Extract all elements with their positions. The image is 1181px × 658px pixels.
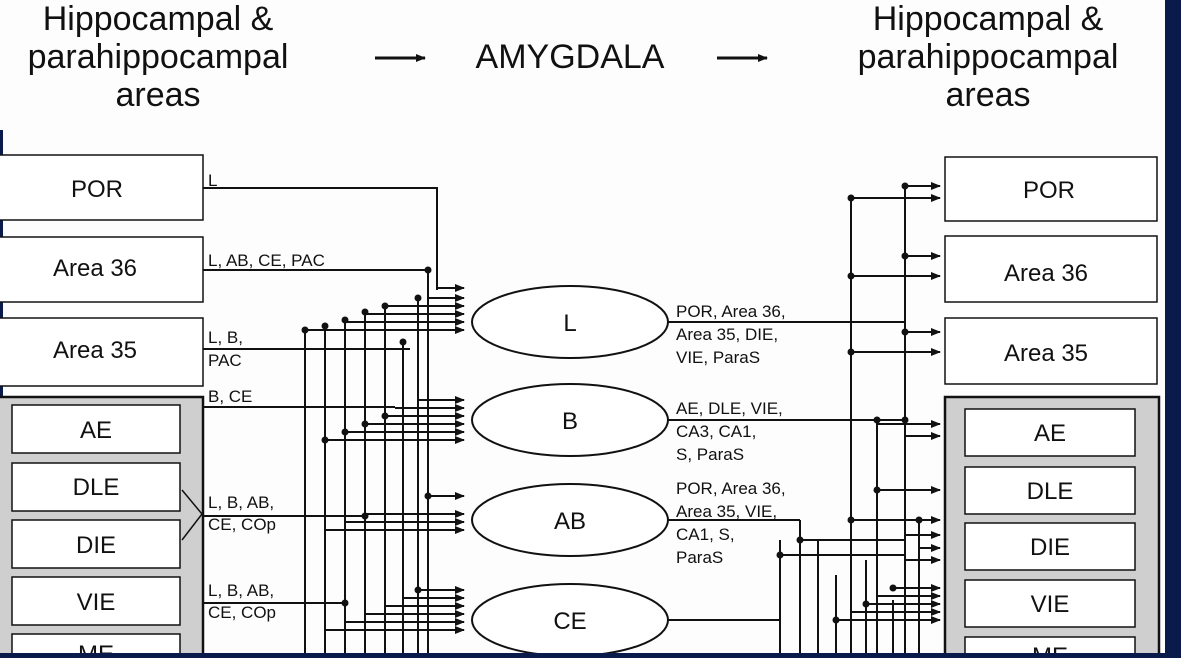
proj-label-por: L xyxy=(208,171,217,190)
left-border xyxy=(0,130,3,658)
left-label-dle: DLE xyxy=(73,474,120,501)
right-label-me: ME xyxy=(1032,643,1068,653)
bottom-border xyxy=(0,653,1181,658)
right-box-me xyxy=(964,636,1136,653)
nucleus-label-ab: AB xyxy=(554,508,586,535)
left-label-die: DIE xyxy=(76,532,116,559)
right-box-por xyxy=(944,156,1158,222)
left-title-line1: Hippocampal & xyxy=(43,0,274,38)
right-junction-dots xyxy=(776,182,923,624)
left-label-por: POR xyxy=(71,176,123,203)
proj-label-dle-die-line1: L, B, AB, xyxy=(208,493,274,512)
right-label-ae: AE xyxy=(1034,420,1066,447)
out-label-b-line3: S, ParaS xyxy=(676,445,744,464)
arrows-into-l xyxy=(305,284,465,334)
left-title-line2: parahippocampal xyxy=(28,38,289,76)
out-label-l-line1: POR, Area 36, xyxy=(676,302,786,321)
right-output-lines xyxy=(668,186,920,653)
right-box-area36 xyxy=(944,235,1158,303)
left-box-dle xyxy=(11,462,181,512)
right-label-por: POR xyxy=(1023,177,1075,204)
arrows-into-ab xyxy=(325,492,465,534)
right-label-die: DIE xyxy=(1030,534,1070,561)
right-box-vie xyxy=(964,579,1136,628)
right-label-area36: Area 36 xyxy=(1004,260,1088,287)
amygdala-connectivity-diagram: Hippocampal & parahippocampal areas AMYG… xyxy=(0,0,1161,653)
right-box-ae xyxy=(964,408,1136,457)
left-label-area36: Area 36 xyxy=(53,255,137,282)
out-label-ab-line4: ParaS xyxy=(676,548,723,567)
out-label-l-line3: VIE, ParaS xyxy=(676,348,760,367)
proj-label-dle-die-line2: CE, COp xyxy=(208,515,276,534)
right-arrows xyxy=(836,182,941,624)
out-label-b-line2: CA3, CA1, xyxy=(676,422,756,441)
right-title-line2: parahippocampal xyxy=(858,38,1119,76)
proj-label-area36: L, AB, CE, PAC xyxy=(208,251,325,270)
left-box-por xyxy=(0,154,204,221)
right-box-area35 xyxy=(944,317,1158,385)
proj-label-ae: B, CE xyxy=(208,387,252,406)
right-title-line3: areas xyxy=(945,76,1030,114)
left-box-me xyxy=(11,633,181,653)
right-label-vie: VIE xyxy=(1031,591,1070,618)
left-label-ae: AE xyxy=(80,417,112,444)
arrows-into-ce xyxy=(325,586,465,634)
left-title-line3: areas xyxy=(115,76,200,114)
right-border xyxy=(1165,0,1181,658)
right-label-area35: Area 35 xyxy=(1004,340,1088,367)
proj-label-area35-line2: PAC xyxy=(208,351,242,370)
arrows-into-b xyxy=(325,396,465,444)
left-label-vie: VIE xyxy=(77,589,116,616)
out-label-l-line2: Area 35, DIE, xyxy=(676,325,778,344)
left-junction-dots xyxy=(301,266,432,607)
nucleus-label-l: L xyxy=(563,310,576,337)
out-label-ab-line1: POR, Area 36, xyxy=(676,479,786,498)
left-label-area35: Area 35 xyxy=(53,337,137,364)
right-label-dle: DLE xyxy=(1027,478,1074,505)
header-left-title: Hippocampal & parahippocampal areas xyxy=(28,0,289,114)
proj-label-vie-line2: CE, COp xyxy=(208,603,276,622)
nucleus-label-b: B xyxy=(562,408,578,435)
out-label-b-line1: AE, DLE, VIE, xyxy=(676,399,783,418)
out-label-ab-line2: Area 35, VIE, xyxy=(676,502,777,521)
right-title-line1: Hippocampal & xyxy=(873,0,1104,38)
left-bracket-dle-die xyxy=(181,489,203,541)
left-box-area35 xyxy=(0,317,204,387)
nucleus-label-ce: CE xyxy=(553,608,586,635)
proj-label-vie-line1: L, B, AB, xyxy=(208,581,274,600)
center-title: AMYGDALA xyxy=(476,38,665,76)
left-label-me: ME xyxy=(78,641,114,653)
header-right-title: Hippocampal & parahippocampal areas xyxy=(858,0,1119,114)
left-box-ae xyxy=(11,404,181,454)
left-box-die xyxy=(11,519,181,569)
out-label-ab-line3: CA1, S, xyxy=(676,525,735,544)
right-box-dle xyxy=(964,466,1136,515)
proj-label-area35-line1: L, B, xyxy=(208,328,243,347)
left-box-vie xyxy=(11,576,181,626)
right-box-die xyxy=(964,522,1136,571)
